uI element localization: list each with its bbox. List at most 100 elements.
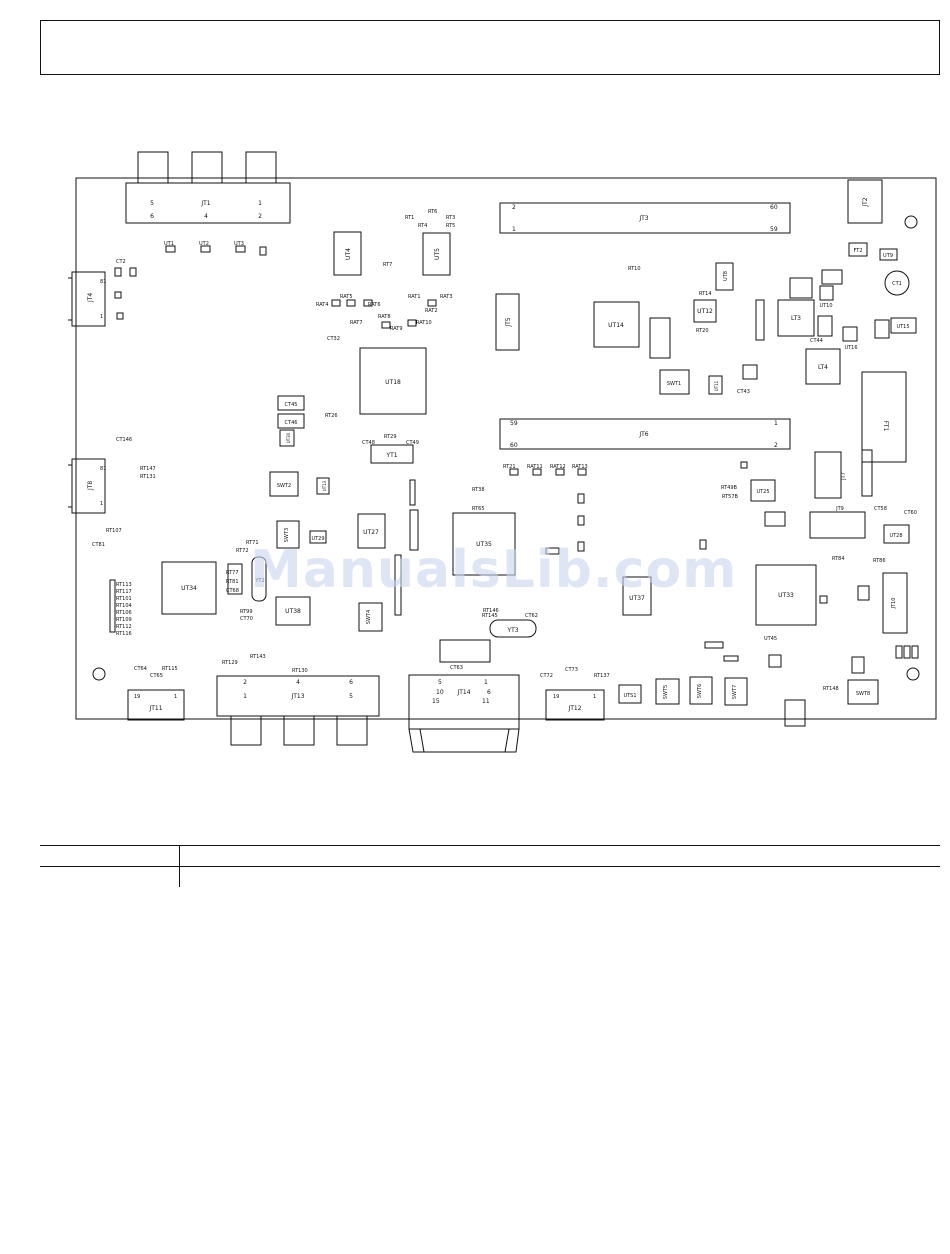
- svg-text:RT26: RT26: [325, 413, 338, 419]
- svg-text:CT68: CT68: [226, 588, 239, 594]
- svg-text:UT30: UT30: [286, 432, 291, 443]
- svg-text:RT81: RT81: [226, 579, 239, 585]
- svg-text:CT70: CT70: [240, 616, 253, 622]
- chip-lt4: LT4: [805, 348, 841, 385]
- chip-ut37: UT37: [622, 576, 652, 616]
- svg-text:RT65: RT65: [472, 506, 485, 512]
- svg-text:59: 59: [510, 420, 518, 427]
- jt1-ref: JT1: [200, 200, 210, 207]
- svg-text:5: 5: [349, 693, 353, 700]
- header-jt10: JT10: [882, 572, 908, 634]
- svg-text:19: 19: [553, 694, 559, 700]
- chip-ut4: UT4: [333, 231, 362, 276]
- pcb-outline: [75, 177, 937, 720]
- svg-text:RT4: RT4: [418, 223, 427, 229]
- svg-text:UT3: UT3: [234, 241, 244, 247]
- switch-swt2: SWT2: [269, 471, 299, 497]
- jt1-pin4: 4: [204, 213, 208, 220]
- svg-text:1: 1: [774, 420, 778, 427]
- svg-text:RT77: RT77: [226, 570, 239, 576]
- svg-text:RT147: RT147: [140, 466, 156, 472]
- svg-text:RT146: RT146: [483, 608, 499, 614]
- svg-text:RT137: RT137: [594, 673, 610, 679]
- svg-text:RT21: RT21: [503, 464, 516, 470]
- mounting-hole-tr: [904, 215, 918, 229]
- chip-ut13: UT13: [316, 477, 330, 495]
- svg-text:SWT8: SWT8: [856, 691, 870, 697]
- svg-text:6: 6: [487, 689, 491, 696]
- svg-text:CT1: CT1: [892, 281, 902, 287]
- svg-text:FT1: FT1: [882, 421, 889, 432]
- svg-text:RAT4: RAT4: [316, 302, 329, 308]
- svg-text:UT14: UT14: [608, 322, 624, 329]
- svg-text:UT25: UT25: [756, 489, 769, 495]
- svg-text:CT58: CT58: [874, 506, 887, 512]
- svg-text:RT143: RT143: [250, 654, 266, 660]
- svg-text:5: 5: [438, 679, 442, 686]
- svg-text:RT109: RT109: [116, 617, 132, 623]
- header-jt9: JT9: [809, 506, 866, 539]
- chip-ut5: UT5: [422, 232, 451, 276]
- connector-jt13: JT13 2 4 6 1 5: [216, 675, 380, 746]
- svg-text:JT14: JT14: [456, 689, 470, 696]
- svg-text:UT13: UT13: [322, 480, 327, 491]
- svg-text:SWT3: SWT3: [284, 528, 290, 542]
- svg-text:RT20: RT20: [696, 328, 709, 334]
- chip-ut9: UT9: [879, 248, 898, 261]
- svg-text:JT5: JT5: [505, 317, 512, 327]
- svg-text:CT43: CT43: [737, 389, 750, 395]
- svg-text:UT16: UT16: [844, 345, 857, 351]
- svg-text:RAT5: RAT5: [340, 294, 353, 300]
- connector-jt5: JT5: [495, 293, 520, 351]
- svg-text:JT3: JT3: [638, 215, 648, 222]
- svg-text:RT117: RT117: [116, 589, 132, 595]
- chip-ut16: UT16: [842, 326, 858, 351]
- svg-text:RT72: RT72: [236, 548, 249, 554]
- svg-text:SWT4: SWT4: [366, 610, 372, 624]
- svg-text:RT104: RT104: [116, 603, 132, 609]
- svg-text:CT45: CT45: [285, 402, 298, 408]
- svg-text:UT35: UT35: [476, 541, 492, 548]
- chip-ut34: UT34: [161, 561, 217, 615]
- passive-footprints: [109, 245, 919, 727]
- svg-text:UT1: UT1: [164, 241, 174, 247]
- svg-text:UT28: UT28: [889, 533, 902, 539]
- svg-text:RT10: RT10: [628, 266, 641, 272]
- jt1-pin5: 5: [150, 200, 154, 207]
- svg-text:JT6: JT6: [638, 431, 648, 438]
- svg-text:JT8: JT8: [87, 481, 94, 491]
- crystal-yt2: YT2: [251, 556, 267, 602]
- jt1-pin1: 1: [258, 200, 262, 207]
- svg-text:RAT11: RAT11: [527, 464, 543, 470]
- svg-text:JT4: JT4: [87, 293, 94, 303]
- svg-text:UT11: UT11: [714, 380, 719, 391]
- watermark: ManualsLib.com: [250, 540, 738, 600]
- svg-text:RAT13: RAT13: [572, 464, 588, 470]
- svg-text:UT29: UT29: [311, 536, 324, 542]
- svg-text:RAT8: RAT8: [378, 314, 391, 320]
- chip-ut11: UT11: [708, 375, 723, 395]
- switch-swt7: SWT7: [724, 677, 748, 706]
- chip-ut18: UT18: [359, 347, 427, 415]
- svg-text:SWT2: SWT2: [277, 483, 291, 489]
- svg-text:CT65: CT65: [150, 673, 163, 679]
- svg-text:RT84: RT84: [832, 556, 845, 562]
- svg-text:CT146: CT146: [116, 437, 132, 443]
- svg-text:RAT9: RAT9: [390, 326, 403, 332]
- connector-jt2: JT2: [847, 179, 883, 224]
- svg-text:CT60: CT60: [904, 510, 917, 516]
- svg-text:RAT6: RAT6: [368, 302, 381, 308]
- svg-text:RT112: RT112: [116, 624, 132, 630]
- chip-ut30: UT30: [279, 429, 295, 447]
- mounting-hole-bl: [92, 667, 106, 681]
- chip-ut38: UT38: [275, 596, 311, 626]
- svg-text:1: 1: [174, 694, 177, 700]
- chip-ut14: UT14: [593, 301, 640, 348]
- svg-text:RAT2: RAT2: [425, 308, 438, 314]
- connector-jt8: JT8 81 1: [68, 458, 106, 514]
- chip-ut28: UT28: [883, 524, 910, 544]
- svg-text:2: 2: [774, 442, 778, 449]
- svg-text:UT34: UT34: [181, 585, 197, 592]
- svg-text:1: 1: [512, 226, 516, 233]
- svg-text:JT2: JT2: [862, 197, 869, 207]
